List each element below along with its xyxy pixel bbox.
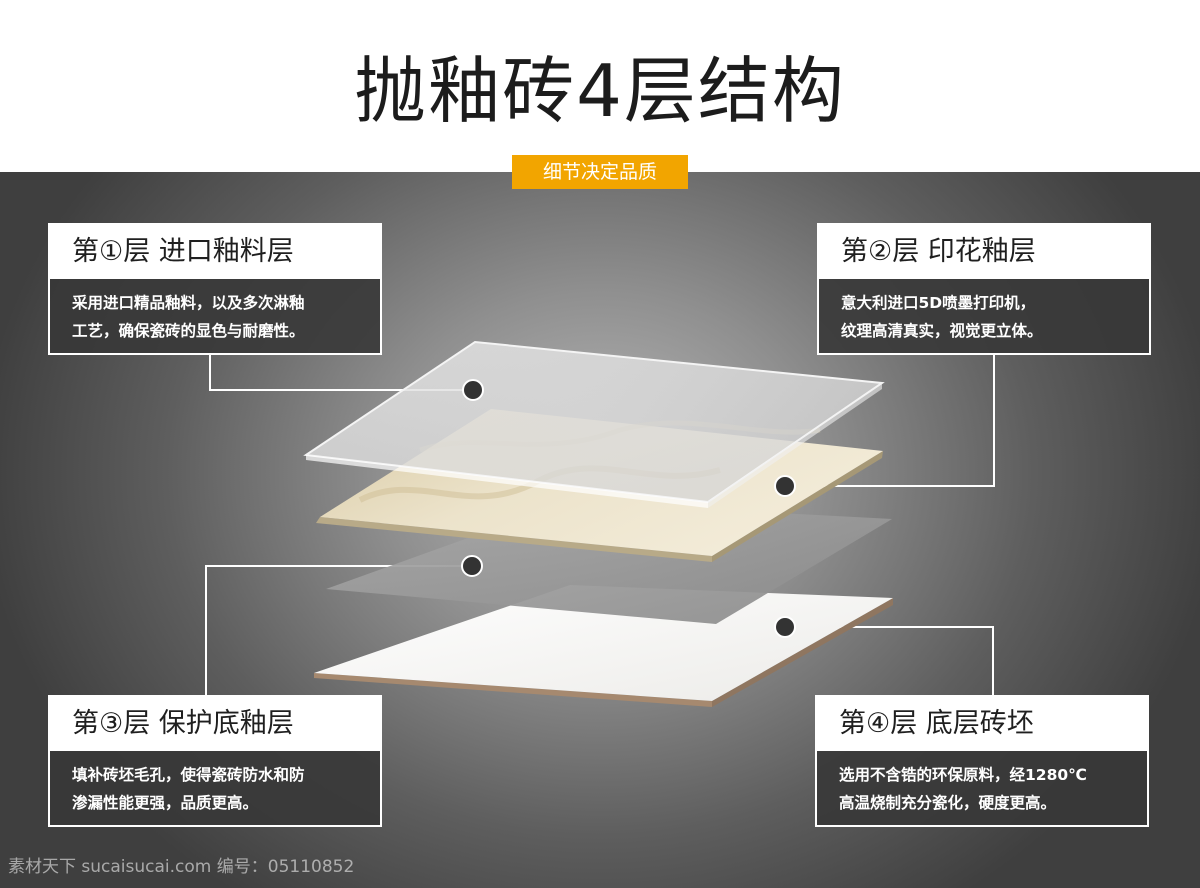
connector-lines	[205, 355, 995, 695]
layer-card-desc-line: 采用进口精品釉料，以及多次淋釉	[72, 294, 305, 312]
layer-card-desc: 填补砖坯毛孔，使得瓷砖防水和防 渗漏性能更强，品质更高。	[50, 751, 380, 825]
layer-card-3: 第③层 保护底釉层 填补砖坯毛孔，使得瓷砖防水和防 渗漏性能更强，品质更高。	[48, 695, 382, 827]
layer-card-title: 第④层 底层砖坯	[817, 697, 1147, 751]
layer-card-desc: 选用不含锆的环保原料，经1280℃ 高温烧制充分瓷化，硬度更高。	[817, 751, 1147, 825]
header: 抛釉砖4层结构	[0, 0, 1200, 172]
page-title: 抛釉砖4层结构	[354, 49, 846, 133]
glaze-layer	[303, 340, 885, 508]
body-layer	[314, 585, 893, 707]
connector-line-2	[785, 355, 995, 487]
connector-line-1	[209, 355, 473, 391]
connector-line-4	[785, 626, 994, 695]
layer-card-desc-line: 填补砖坯毛孔，使得瓷砖防水和防	[72, 766, 305, 784]
layer-card-desc: 采用进口精品釉料，以及多次淋釉 工艺，确保瓷砖的显色与耐磨性。	[50, 279, 380, 353]
layer-card-4: 第④层 底层砖坯 选用不含锆的环保原料，经1280℃ 高温烧制充分瓷化，硬度更高…	[815, 695, 1149, 827]
layer-card-2: 第②层 印花釉层 意大利进口5D喷墨打印机， 纹理高清真实，视觉更立体。	[817, 223, 1151, 355]
marker-dot-3	[461, 555, 483, 577]
quality-badge: 细节决定品质	[512, 155, 688, 189]
marker-dot-2	[774, 475, 796, 497]
watermark: 素材天下 sucaisucai.com 编号：05110852	[8, 857, 355, 877]
marker-dot-1	[462, 379, 484, 401]
layer-card-title: 第③层 保护底釉层	[50, 697, 380, 751]
layer-card-1: 第①层 进口釉料层 采用进口精品釉料，以及多次淋釉 工艺，确保瓷砖的显色与耐磨性…	[48, 223, 382, 355]
layer-card-desc-line: 高温烧制充分瓷化，硬度更高。	[839, 794, 1057, 812]
layer-card-desc-line: 纹理高清真实，视觉更立体。	[841, 322, 1043, 340]
layer-card-title: 第①层 进口釉料层	[50, 225, 380, 279]
layer-card-desc-line: 渗漏性能更强，品质更高。	[72, 794, 259, 812]
connector-line-3	[205, 565, 472, 695]
layer-markers	[461, 379, 796, 638]
marker-dot-4	[774, 616, 796, 638]
layer-card-desc-line: 选用不含锆的环保原料，经1280℃	[839, 766, 1087, 784]
layer-card-desc: 意大利进口5D喷墨打印机， 纹理高清真实，视觉更立体。	[819, 279, 1149, 353]
layer-card-desc-line: 意大利进口5D喷墨打印机，	[841, 294, 1036, 312]
layer-card-title: 第②层 印花釉层	[819, 225, 1149, 279]
layer-card-desc-line: 工艺，确保瓷砖的显色与耐磨性。	[72, 322, 305, 340]
